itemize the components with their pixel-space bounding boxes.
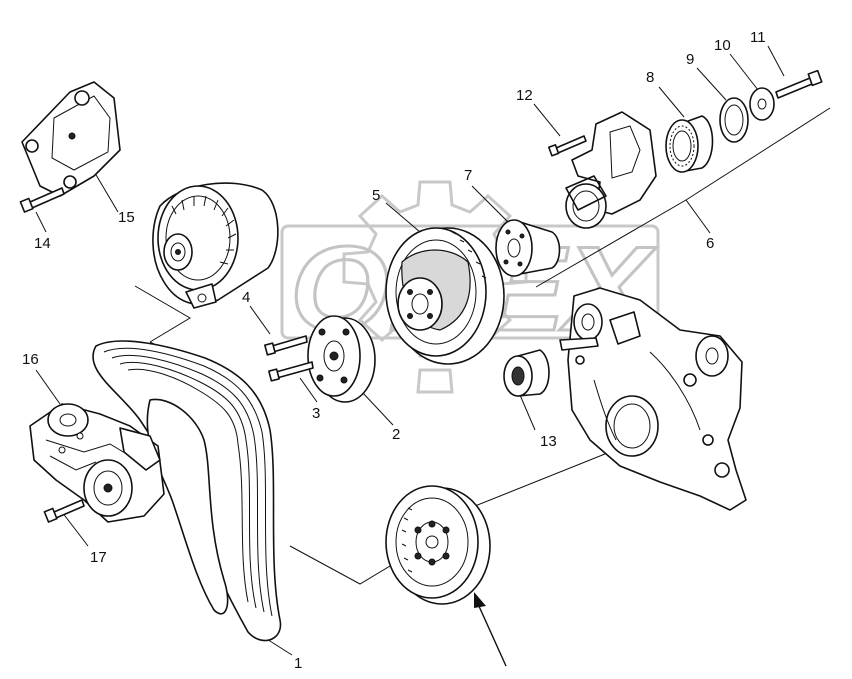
callout-16: 16 — [22, 351, 39, 368]
callout-8: 8 — [646, 69, 654, 86]
callout-13: 13 — [540, 433, 557, 450]
part-5-pulley — [385, 227, 505, 365]
callout-7: 7 — [464, 167, 472, 184]
timing-cover — [559, 287, 747, 511]
leader-6-b — [685, 107, 831, 201]
part-1-belt — [92, 340, 282, 642]
arrow-head-icon — [474, 592, 486, 608]
callout-14: 14 — [34, 235, 51, 252]
leader-8 — [658, 86, 685, 118]
part-7-idler-hub — [495, 219, 561, 277]
callout-10: 10 — [714, 37, 731, 54]
callout-4: 4 — [242, 289, 250, 306]
callout-labels: 1 2 3 4 5 6 7 8 9 10 11 12 13 14 15 16 1… — [22, 29, 766, 672]
part-14-bolt — [19, 187, 65, 213]
part-13-idler-roller — [503, 349, 550, 397]
part-4-bolt — [264, 335, 308, 356]
assembly-line-alternator — [134, 285, 191, 343]
part-15-cover-plate — [21, 81, 121, 197]
leader-4 — [249, 305, 271, 335]
leader-2 — [361, 391, 394, 426]
part-10-washer — [749, 87, 775, 121]
callout-9: 9 — [686, 51, 694, 68]
callout-11: 11 — [750, 29, 766, 46]
callout-1: 1 — [294, 655, 302, 672]
alternator — [152, 182, 279, 309]
part-17-bolt — [43, 499, 85, 523]
part-2-pulley-hub — [307, 315, 376, 403]
part-9-ring — [719, 97, 749, 143]
leader-7 — [471, 185, 511, 225]
callout-5: 5 — [372, 187, 380, 204]
leader-3 — [299, 377, 318, 403]
leader-9 — [696, 67, 727, 101]
callout-17: 17 — [90, 549, 107, 566]
crankshaft-pulley — [385, 485, 491, 605]
part-6-bracket — [565, 111, 657, 229]
leader-5 — [385, 202, 421, 233]
part-16-belt-tensioner — [29, 403, 165, 523]
leader-15 — [91, 167, 119, 213]
callout-3: 3 — [312, 405, 320, 422]
callout-2: 2 — [392, 426, 400, 443]
leader-12 — [533, 103, 561, 137]
leader-17 — [61, 511, 89, 547]
leader-11 — [767, 45, 785, 77]
part-3-bolt — [268, 361, 314, 382]
callout-6: 6 — [706, 235, 714, 252]
part-8-bearing — [665, 115, 714, 173]
leader-14 — [35, 211, 47, 233]
callout-12: 12 — [516, 87, 533, 104]
leader-13 — [519, 394, 536, 431]
leader-10 — [729, 53, 759, 91]
arrow-indicator — [474, 592, 507, 667]
part-11-bolt — [775, 69, 823, 99]
leader-16 — [35, 369, 61, 405]
callout-15: 15 — [118, 209, 135, 226]
part-12-bolt — [548, 135, 587, 157]
